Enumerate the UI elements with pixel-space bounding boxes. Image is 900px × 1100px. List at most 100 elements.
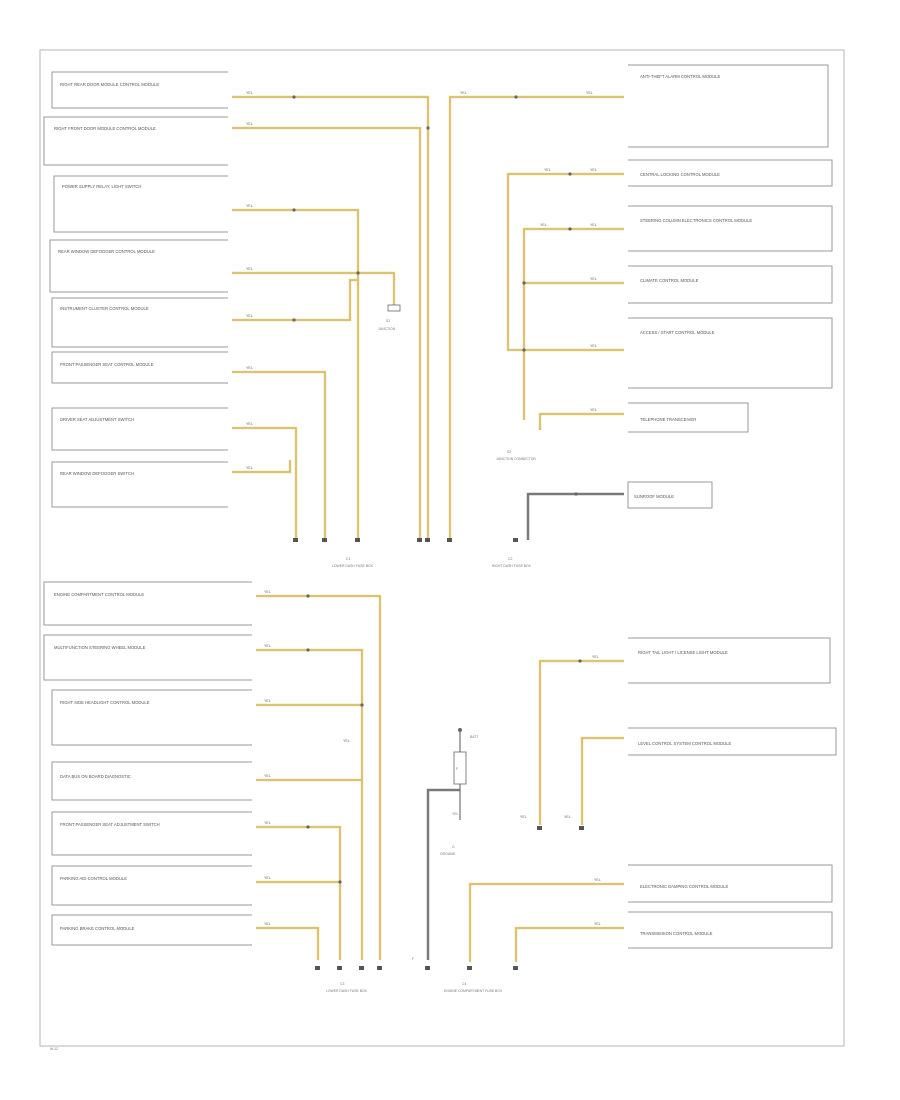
module-box[interactable]: RIGHT SIDE HEADLIGHT CONTROL MODULE xyxy=(51,689,252,746)
module-box[interactable]: RIGHT REAR DOOR MODULE CONTROL MODULE xyxy=(51,71,228,109)
power-supply: BATT F YEL G GROUND F xyxy=(412,728,478,961)
module-label: ENGINE COMPARTMENT CONTROL MODULE xyxy=(54,592,144,597)
module-label: PARKING BRAKE CONTROL MODULE xyxy=(60,926,135,931)
wire-color-label: YEL xyxy=(586,91,593,95)
module-label: POWER SUPPLY RELAY, LIGHT SWITCH xyxy=(62,184,141,189)
module-label: INSTRUMENT CLUSTER CONTROL MODULE xyxy=(60,306,149,311)
module-box[interactable]: MULTIFUNCTION STEERING WHEEL MODULE xyxy=(43,634,252,681)
connector-desc: JUNCTION xyxy=(378,327,396,331)
right-bottom-modules: RIGHT TAIL LIGHT / LICENSE LIGHT MODULE … xyxy=(628,637,837,949)
left-bottom-wiring: YEL YEL YEL YEL YEL YEL YEL YEL C3 LOWER… xyxy=(256,590,382,993)
wire-color-label: YEL xyxy=(590,408,597,412)
module-label: DRIVER SEAT ADJUSTMENT SWITCH xyxy=(60,417,134,422)
right-top-wiring: YEL YEL YEL YEL YEL YEL YEL YEL YEL S2 J… xyxy=(447,91,624,568)
module-box[interactable]: REAR WINDOW DEFOGGER CONTROL MODULE xyxy=(49,239,228,293)
module-box[interactable]: TELEPHONE TRANSCEIVER xyxy=(628,402,749,433)
connector-code: F xyxy=(456,767,458,771)
wire-color-label: YEL xyxy=(264,876,271,880)
wire-color-label: YEL xyxy=(246,314,253,318)
module-label: LEVEL CONTROL SYSTEM CONTROL MODULE xyxy=(638,741,732,746)
wire-color-label: YEL xyxy=(264,821,271,825)
wire-color-label: YEL xyxy=(264,590,271,594)
module-box[interactable]: ELECTRONIC DAMPING CONTROL MODULE xyxy=(628,864,833,903)
module-label: DATA BUS ON BOARD DIAGNOSTIC xyxy=(60,774,131,779)
module-label: CENTRAL LOCKING CONTROL MODULE xyxy=(640,172,720,177)
connector-code: G xyxy=(452,845,455,849)
connector-code: S2 xyxy=(507,450,511,454)
wire-color-label: YEL xyxy=(520,815,527,819)
left-top-wiring: YEL YEL YEL YEL YEL YEL YEL YEL S1 JUNCT… xyxy=(232,91,430,568)
wire-color-label: YEL xyxy=(592,655,599,659)
module-label: TELEPHONE TRANSCEIVER xyxy=(640,417,696,422)
wire-color-label: YEL xyxy=(594,922,601,926)
wire-color-label: YEL xyxy=(264,644,271,648)
module-box[interactable]: INSTRUMENT CLUSTER CONTROL MODULE xyxy=(51,297,228,348)
module-box[interactable]: PARKING BRAKE CONTROL MODULE xyxy=(51,914,252,946)
module-box[interactable]: FRONT PASSENGER SEAT ADJUSTMENT SWITCH xyxy=(51,811,252,856)
module-box[interactable]: CLIMATE CONTROL MODULE xyxy=(628,265,833,304)
module-label: RIGHT REAR DOOR MODULE CONTROL MODULE xyxy=(60,82,159,87)
wire-color-label: YEL xyxy=(590,344,597,348)
right-top-modules: ANTI-THEFT ALARM CONTROL MODULE CENTRAL … xyxy=(627,64,833,509)
wire-color-label: YEL xyxy=(540,223,547,227)
module-box[interactable]: POWER SUPPLY RELAY, LIGHT SWITCH xyxy=(53,175,228,233)
wire-color-label: YEL xyxy=(590,223,597,227)
module-box[interactable]: RIGHT TAIL LIGHT / LICENSE LIGHT MODULE xyxy=(628,637,831,684)
right-bottom-wiring: YEL YEL YEL YEL YEL C4 ENGINE COMPARTMEN… xyxy=(425,655,624,993)
connector-code: C2 xyxy=(508,557,512,561)
connector-desc: LOWER DASH FUSE BOX xyxy=(326,989,368,993)
module-box[interactable]: REAR WINDOW DEFOGGER SWITCH xyxy=(51,461,228,508)
wire-color-label: YEL xyxy=(590,168,597,172)
module-box[interactable]: PARKING AID CONTROL MODULE xyxy=(51,865,252,906)
module-box[interactable]: DATA BUS ON BOARD DIAGNOSTIC xyxy=(51,761,252,801)
module-box[interactable]: LEVEL CONTROL SYSTEM CONTROL MODULE xyxy=(628,727,837,756)
module-label: REAR WINDOW DEFOGGER SWITCH xyxy=(60,471,134,476)
module-box[interactable]: ENGINE COMPARTMENT CONTROL MODULE xyxy=(43,581,252,626)
module-box[interactable]: ACCESS / START CONTROL MODULE xyxy=(628,317,833,389)
module-label: SUNROOF MODULE xyxy=(634,494,674,499)
wire-color-label: YEL xyxy=(246,267,253,271)
wire-color-label: YEL xyxy=(246,466,253,470)
wire-color-label: YEL xyxy=(264,774,271,778)
module-label: ACCESS / START CONTROL MODULE xyxy=(640,330,715,335)
module-box[interactable]: RIGHT FRONT DOOR MODULE CONTROL MODULE xyxy=(43,116,228,166)
connector-code: S1 xyxy=(386,319,390,323)
module-box[interactable]: FRONT PASSENGER SEAT CONTROL MODULE xyxy=(51,351,228,384)
module-label: ELECTRONIC DAMPING CONTROL MODULE xyxy=(640,884,728,889)
connector-code: C1 xyxy=(346,557,350,561)
module-label: ANTI-THEFT ALARM CONTROL MODULE xyxy=(640,74,720,79)
module-label: FRONT PASSENGER SEAT ADJUSTMENT SWITCH xyxy=(60,822,160,827)
module-label: RIGHT FRONT DOOR MODULE CONTROL MODULE xyxy=(54,126,156,131)
wire-color-label: YEL xyxy=(590,277,597,281)
module-box[interactable]: CENTRAL LOCKING CONTROL MODULE xyxy=(628,159,833,187)
module-label: STEERING COLUMN ELECTRONICS CONTROL MODU… xyxy=(640,218,752,223)
module-label: FRONT PASSENGER SEAT CONTROL MODULE xyxy=(60,362,154,367)
module-label: RIGHT SIDE HEADLIGHT CONTROL MODULE xyxy=(60,700,150,705)
module-label: CLIMATE CONTROL MODULE xyxy=(640,278,699,283)
wire-color-label: YEL xyxy=(246,204,253,208)
connector-desc: LOWER DASH FUSE BOX xyxy=(332,564,374,568)
connector-code: C4 xyxy=(462,982,466,986)
module-box[interactable]: STEERING COLUMN ELECTRONICS CONTROL MODU… xyxy=(628,205,833,252)
module-label: RIGHT TAIL LIGHT / LICENSE LIGHT MODULE xyxy=(638,650,728,655)
wire-color-label: YEL xyxy=(246,366,253,370)
connector-desc: ENGINE COMPARTMENT FUSE BOX xyxy=(444,989,503,993)
diagram-frame xyxy=(39,49,845,1047)
module-label: REAR WINDOW DEFOGGER CONTROL MODULE xyxy=(58,249,155,254)
module-box[interactable]: ANTI-THEFT ALARM CONTROL MODULE xyxy=(628,64,829,148)
module-box[interactable]: SUNROOF MODULE xyxy=(627,481,713,509)
wire-color-label: YEL xyxy=(246,122,253,126)
module-label: TRANSMISSION CONTROL MODULE xyxy=(640,931,713,936)
left-bottom-modules: ENGINE COMPARTMENT CONTROL MODULE MULTIF… xyxy=(43,581,252,946)
fuse-symbol xyxy=(453,751,467,785)
connector-desc: GROUND xyxy=(440,852,456,856)
connector-code: BATT xyxy=(470,735,478,739)
connector-desc: RIGHT DASH FUSE BOX xyxy=(492,564,532,568)
connector-code: C3 xyxy=(340,982,344,986)
diagram-code: W-12 xyxy=(50,1047,58,1051)
module-box[interactable]: DRIVER SEAT ADJUSTMENT SWITCH xyxy=(51,407,228,451)
wire-color-label: YEL xyxy=(460,91,467,95)
wire-color-label: YEL xyxy=(452,812,459,816)
module-box[interactable]: TRANSMISSION CONTROL MODULE xyxy=(628,911,833,949)
